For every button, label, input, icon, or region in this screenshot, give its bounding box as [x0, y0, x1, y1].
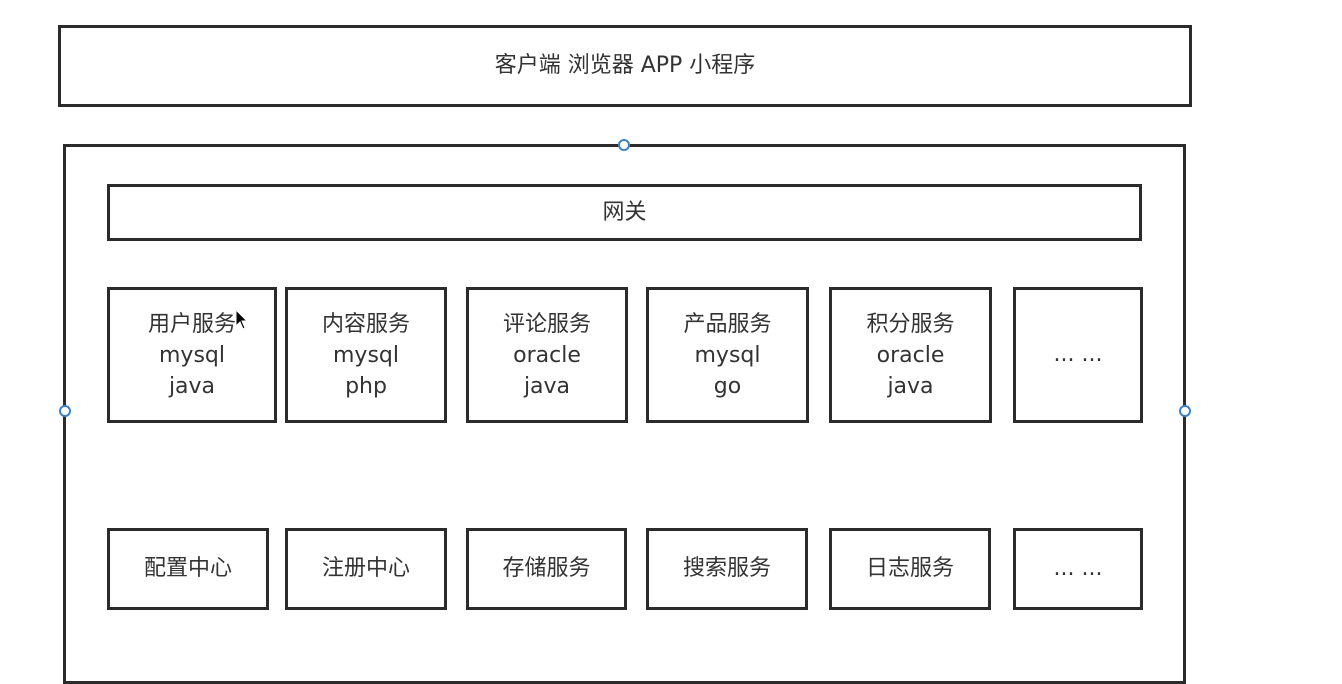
- service-lang: java: [887, 373, 934, 399]
- service-name: 内容服务: [321, 311, 410, 337]
- infra-label: 配置中心: [143, 556, 232, 581]
- infra-label: 搜索服务: [682, 556, 771, 581]
- service-box-comment[interactable]: 评论服务 oracle java: [466, 287, 628, 423]
- service-db: mysql: [694, 342, 761, 368]
- ellipsis-label: ... ...: [1053, 556, 1103, 581]
- infra-label: 存储服务: [502, 556, 591, 581]
- mouse-cursor-icon: [235, 309, 249, 330]
- service-lang: go: [713, 373, 742, 399]
- resize-handle-top[interactable]: [618, 139, 630, 151]
- service-db: mysql: [333, 342, 399, 368]
- client-layer-box[interactable]: 客户端 浏览器 APP 小程序: [58, 25, 1192, 107]
- client-layer-label: 客户端 浏览器 APP 小程序: [494, 53, 756, 78]
- infra-box-storage-service[interactable]: 存储服务: [466, 528, 627, 610]
- service-db: mysql: [159, 342, 225, 368]
- service-name: 积分服务: [866, 311, 955, 337]
- service-db: oracle: [513, 342, 581, 368]
- infra-box-config-center[interactable]: 配置中心: [107, 528, 269, 610]
- gateway-box[interactable]: 网关: [107, 184, 1142, 241]
- infra-box-log-service[interactable]: 日志服务: [829, 528, 991, 610]
- service-box-user[interactable]: 用户服务 mysql java: [107, 287, 277, 423]
- service-name: 用户服务: [147, 311, 236, 337]
- infra-box-registry-center[interactable]: 注册中心: [285, 528, 447, 610]
- infra-label: 注册中心: [321, 556, 410, 581]
- infra-label: 日志服务: [865, 556, 954, 581]
- service-box-points[interactable]: 积分服务 oracle java: [829, 287, 992, 423]
- service-box-product[interactable]: 产品服务 mysql go: [646, 287, 809, 423]
- service-box-more[interactable]: ... ...: [1013, 287, 1143, 423]
- resize-handle-right[interactable]: [1179, 405, 1191, 417]
- infra-box-more[interactable]: ... ...: [1013, 528, 1143, 610]
- service-lang: php: [345, 373, 387, 399]
- service-lang: java: [168, 373, 216, 399]
- resize-handle-left[interactable]: [59, 405, 71, 417]
- service-db: oracle: [876, 342, 945, 368]
- service-name: 评论服务: [502, 311, 591, 337]
- service-box-content[interactable]: 内容服务 mysql php: [285, 287, 447, 423]
- ellipsis-label: ... ...: [1053, 342, 1103, 367]
- gateway-label: 网关: [602, 199, 647, 225]
- service-name: 产品服务: [683, 311, 772, 337]
- service-lang: java: [523, 373, 571, 399]
- infra-box-search-service[interactable]: 搜索服务: [646, 528, 808, 610]
